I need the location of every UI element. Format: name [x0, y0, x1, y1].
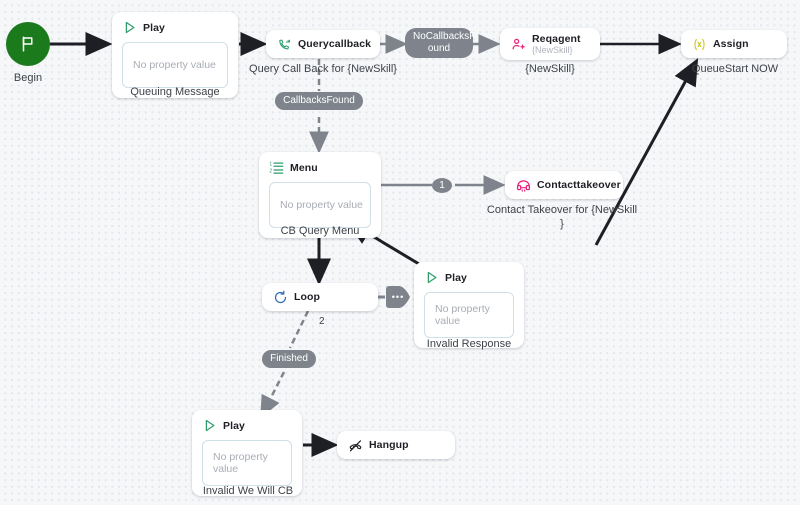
node-title: Play — [143, 21, 165, 34]
node-header: Play — [424, 270, 514, 285]
caption-begin: Begin — [13, 72, 43, 84]
node-title: Assign — [713, 38, 749, 50]
node-title: Reqagent — [532, 33, 581, 45]
node-title: Hangup — [369, 439, 409, 451]
node-header: Contacttakeover — [516, 178, 621, 193]
hangup-icon — [349, 439, 362, 451]
node-header: Play — [122, 20, 228, 35]
loop-icon — [274, 290, 287, 303]
node-title: Loop — [294, 291, 321, 303]
edge-finished-to-invalidcb — [260, 371, 286, 419]
more-options-label: ••• — [391, 292, 405, 302]
svg-text:1: 1 — [269, 162, 272, 168]
edge-label-nocallbacksfound[interactable]: NoCallbacksF ound — [405, 28, 475, 58]
node-title: Contacttakeover — [537, 179, 621, 191]
play-icon — [427, 271, 437, 284]
person-add-icon — [512, 38, 525, 49]
node-loop[interactable]: Loop — [262, 283, 378, 311]
edge-label-finished[interactable]: Finished — [262, 350, 316, 368]
edge-label-loop-count: 2 — [319, 316, 325, 327]
node-title: Menu — [290, 161, 318, 174]
edge-more-options-connector[interactable]: ••• — [384, 286, 412, 308]
caption-queuing-message: Queuing Message — [130, 86, 220, 98]
property-value-field[interactable]: No property value — [122, 42, 228, 88]
node-hangup[interactable]: Hangup — [337, 431, 455, 459]
play-icon — [125, 21, 135, 34]
property-value-field[interactable]: No property value — [424, 292, 514, 338]
node-title: Play — [223, 419, 245, 432]
caption-invalid-we-will-cb: Invalid We Will CB — [202, 485, 294, 497]
node-header: Querycallback — [277, 37, 371, 52]
node-queuing-message[interactable]: Play No property value — [112, 12, 238, 98]
node-header: Loop — [273, 290, 320, 305]
headset-icon — [516, 179, 531, 192]
diamond-shape-icon — [386, 286, 410, 308]
numbered-list-icon: 1 2 — [269, 162, 284, 175]
node-reqagent[interactable]: Reqagent {NewSkill} — [500, 28, 600, 60]
node-contacttakeover[interactable]: Contacttakeover — [505, 171, 623, 199]
caption-invalid-response: Invalid Response — [426, 338, 512, 350]
node-subtitle: {NewSkill} — [532, 45, 573, 55]
node-header: Hangup — [348, 438, 409, 453]
node-begin[interactable] — [6, 22, 50, 66]
node-assign[interactable]: Assign — [681, 30, 787, 58]
node-invalid-response[interactable]: Play No property value — [414, 262, 524, 348]
edge-label-callbacksfound[interactable]: CallbacksFound — [275, 92, 363, 110]
svg-text:2: 2 — [269, 169, 272, 175]
node-header: Assign — [692, 37, 749, 52]
caption-querycallback: Query Call Back for {NewSkill} — [249, 63, 397, 75]
caption-reqagent: {NewSkill} — [525, 63, 575, 75]
play-icon — [205, 419, 215, 432]
node-title: Querycallback — [298, 38, 372, 50]
edge-loop-to-finished — [288, 310, 310, 349]
node-header: Play — [202, 418, 292, 433]
phone-callback-icon — [279, 39, 290, 49]
edge-label-menu-option-one[interactable]: 1 — [432, 178, 452, 193]
property-value-field[interactable]: No property value — [202, 440, 292, 486]
caption-cb-query-menu: CB Query Menu — [280, 225, 360, 237]
variable-icon — [694, 38, 705, 50]
node-header: 1 2 Menu — [269, 160, 371, 175]
caption-contacttakeover: Contact Takeover for {NewSkill } — [486, 204, 638, 230]
flag-icon — [22, 36, 33, 52]
property-value-field[interactable]: No property value — [269, 182, 371, 228]
node-header: Reqagent {NewSkill} — [511, 33, 581, 55]
node-invalid-we-will-cb[interactable]: Play No property value — [192, 410, 302, 496]
node-querycallback[interactable]: Querycallback — [266, 30, 380, 58]
node-cb-query-menu[interactable]: 1 2 Menu No property value — [259, 152, 381, 238]
node-title: Play — [445, 271, 467, 284]
caption-assign: QueueStart NOW — [691, 63, 779, 75]
